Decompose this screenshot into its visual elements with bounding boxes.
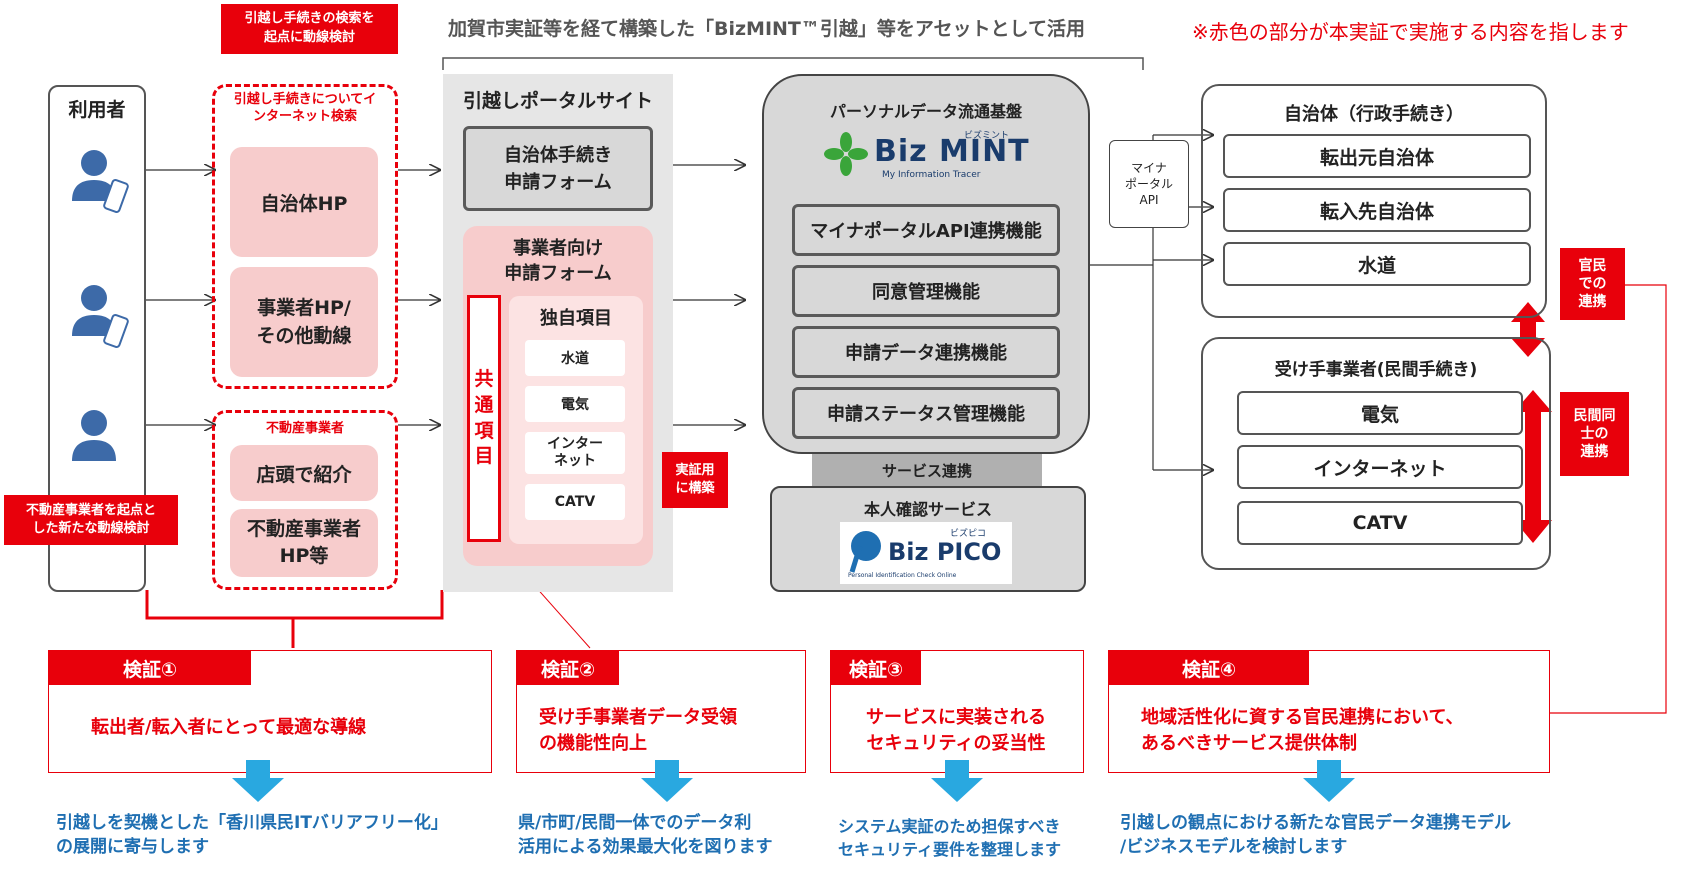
callout-realestate-start: 不動産事業者を起点と した新たな動線検討 xyxy=(4,495,178,545)
realestate-group: 不動産事業者 店頭で紹介 不動産事業者 HP等 xyxy=(212,410,398,590)
search-group: 引越し手続きについてイ ンターネット検索 自治体HP 事業者HP/ その他動線 xyxy=(212,84,398,389)
portal-title: 引越しポータルサイト xyxy=(462,90,653,112)
realestate-hp: 不動産事業者 HP等 xyxy=(230,509,378,577)
verification-1-label: 検証① xyxy=(49,651,251,685)
business-application-form: 事業者向け 申請フォーム 共 通 項 目 独自項目 水道 電気 インター ネット… xyxy=(463,226,653,566)
function-consent-management: 同意管理機能 xyxy=(792,265,1060,317)
users-panel: 利用者 xyxy=(48,85,146,592)
verification-3-body: サービスに実装される セキュリティの妥当性 xyxy=(866,707,1046,755)
receiver-catv: CATV xyxy=(1237,501,1523,545)
destination-municipality: 転入先自治体 xyxy=(1223,188,1531,232)
receiver-electricity: 電気 xyxy=(1237,391,1523,435)
verification-4: 検証④ 地域活性化に資する官民連携において、 あるべきサービス提供体制 xyxy=(1108,650,1550,773)
callout-search-start: 引越し手続きの検索を 起点に動線検討 xyxy=(221,4,398,54)
user-with-phone-icon xyxy=(72,150,129,213)
down-arrow-icon xyxy=(1303,760,1355,802)
business-form-title: 事業者向け 申請フォーム xyxy=(504,238,612,285)
identity-title: 本人確認サービス xyxy=(863,500,992,519)
municipality-group: 自治体（行政手続き） 転出元自治体 転入先自治体 水道 xyxy=(1201,84,1547,318)
business-hp: 事業者HP/ その他動線 xyxy=(230,267,378,377)
verification-1-body: 転出者/転入者にとって最適な導線 xyxy=(91,717,367,738)
bizpico-mark-icon xyxy=(849,531,881,573)
unique-item-electricity: 電気 xyxy=(525,386,625,422)
top-bracket xyxy=(442,57,1144,70)
municipality-hp: 自治体HP xyxy=(230,147,378,257)
realestate-caption: 不動産事業者 xyxy=(265,421,344,436)
verification-2-result: 県/市町/民間一体でのデータ利 活用による効果最大化を図ります xyxy=(518,813,773,857)
moving-portal-site: 引越しポータルサイト 自治体手続き 申請フォーム 事業者向け 申請フォーム 共 … xyxy=(443,74,673,592)
verification-1-result: 引越しを契機とした「香川県民ITバリアフリー化」 の展開に寄与します xyxy=(56,813,448,857)
verification-4-body: 地域活性化に資する官民連携において、 あるべきサービス提供体制 xyxy=(1141,707,1464,755)
unique-item-water: 水道 xyxy=(525,340,625,376)
bizpico-logo-kana: ビズピコ xyxy=(950,529,987,539)
platform-title: パーソナルデータ流通基盤 xyxy=(829,102,1022,121)
private-private-arrow xyxy=(1514,390,1552,543)
bizmint-logo-text: Biz MINT xyxy=(874,134,1030,169)
verification-4-label: 検証④ xyxy=(1109,651,1309,685)
receiving-businesses-group: 受け手事業者(民間手続き) 電気 インターネット CATV xyxy=(1201,337,1551,570)
identity-verification-service: 本人確認サービス Biz PICO ビズピコ Personal Identifi… xyxy=(770,486,1086,592)
bizpico-logo-text: Biz PICO xyxy=(888,538,1002,566)
common-items: 共 通 項 目 xyxy=(467,295,501,542)
unique-item-internet: インター ネット xyxy=(525,432,625,474)
receiver-internet: インターネット xyxy=(1237,445,1523,489)
verification-3-result: システム実証のため担保すべき セキュリティ要件を整理します xyxy=(838,817,1062,860)
search-caption: 引越し手続きについてイ ンターネット検索 xyxy=(233,92,377,124)
bottom-bracket xyxy=(145,590,444,620)
verification-1: 検証① 転出者/転入者にとって最適な導線 xyxy=(48,650,492,773)
clover-icon xyxy=(824,132,868,176)
verification-2: 検証② 受け手事業者データ受領 の機能性向上 xyxy=(516,650,806,773)
header-title: 加賀市実証等を経て構築した「BizMINT™引越」等をアセットとして活用 xyxy=(448,18,1085,40)
origin-municipality: 転出元自治体 xyxy=(1223,134,1531,178)
function-mynaportal-api: マイナポータルAPI連携機能 xyxy=(792,204,1060,256)
personal-data-platform: パーソナルデータ流通基盤 Biz MINT ビズミント My Informati… xyxy=(762,74,1090,454)
verification-3-label: 検証③ xyxy=(831,651,921,685)
user-icon xyxy=(72,410,116,461)
storefront-intro: 店頭で紹介 xyxy=(230,445,378,501)
function-application-data: 申請データ連携機能 xyxy=(792,326,1060,378)
verification-3: 検証③ サービスに実装される セキュリティの妥当性 xyxy=(830,650,1084,773)
bizpico-logo-sub: Personal Identification Check Online xyxy=(848,572,957,579)
header-note: ※赤色の部分が本実証で実施する内容を指します xyxy=(1192,20,1629,44)
private-private-link-label: 民間同 士の 連携 xyxy=(1560,392,1629,476)
verification-2-body: 受け手事業者データ受領 の機能性向上 xyxy=(539,707,737,755)
municipality-title: 自治体（行政手続き） xyxy=(1284,104,1464,125)
bizmint-logo-sub: My Information Tracer xyxy=(882,170,981,180)
unique-items-panel: 独自項目 水道 電気 インター ネット CATV xyxy=(509,296,643,544)
receivers-title: 受け手事業者(民間手続き) xyxy=(1274,360,1478,380)
bizmint-logo-kana: ビズミント xyxy=(964,131,1010,141)
built-for-demo-label: 実証用 に構築 xyxy=(662,452,728,508)
gov-application-form: 自治体手続き 申請フォーム xyxy=(463,126,653,211)
function-status-management: 申請ステータス管理機能 xyxy=(792,387,1060,439)
down-arrow-icon xyxy=(641,760,693,802)
bizpico-logo: Biz PICO ビズピコ Personal Identification Ch… xyxy=(840,522,1012,584)
down-arrow-icon xyxy=(931,760,983,802)
verification-4-result: 引越しの観点における新たな官民データ連携モデル /ビジネスモデルを検討します xyxy=(1120,813,1511,857)
mynaportal-api: マイナ ポータル API xyxy=(1109,140,1189,228)
user-with-phone-icon xyxy=(72,285,129,348)
unique-item-catv: CATV xyxy=(525,484,625,520)
public-private-link-label: 官民 での 連携 xyxy=(1560,248,1625,320)
water-utility: 水道 xyxy=(1223,242,1531,286)
bizmint-logo: Biz MINT ビズミント My Information Tracer xyxy=(824,128,1034,188)
unique-items-title: 独自項目 xyxy=(540,308,612,329)
down-arrow-icon xyxy=(232,760,284,802)
users-title: 利用者 xyxy=(68,99,126,121)
service-link-bar: サービス連携 xyxy=(812,454,1042,486)
verification-2-label: 検証② xyxy=(517,651,619,685)
